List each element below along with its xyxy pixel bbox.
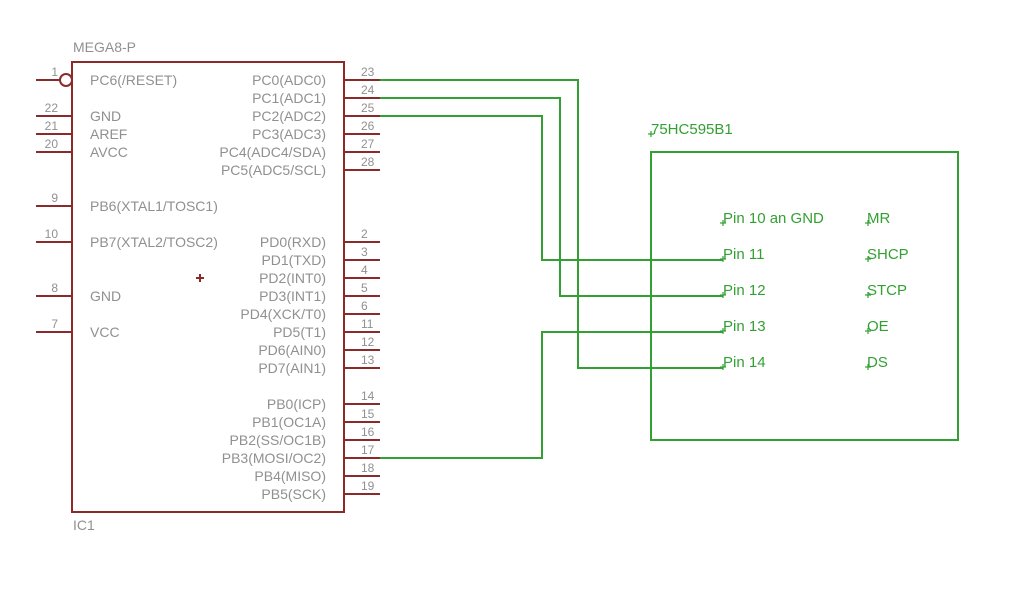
ic1-pin-name: PB7(XTAL2/TOSC2)	[90, 234, 218, 250]
ic1-body[interactable]	[71, 61, 345, 513]
ic1-pin-number: 3	[361, 245, 368, 259]
ic1-pin-number: 21	[45, 119, 59, 133]
ic1-right-pins: 23PC0(ADC0)24PC1(ADC1)25PC2(ADC2)26PC3(A…	[219, 65, 380, 502]
ic1-pin-name: VCC	[90, 324, 120, 340]
shift-register-pin-label: Pin 14	[723, 354, 766, 371]
shift-register-pin-label: Pin 10 an GND	[723, 210, 824, 227]
ic1-pin-name: PB3(MOSI/OC2)	[222, 450, 326, 466]
ic1-pin-number: 10	[45, 227, 59, 241]
ic1-pin-name: PB2(SS/OC1B)	[230, 432, 326, 448]
ic1-pin-number: 24	[361, 83, 375, 97]
ic1-pin-number: 20	[45, 137, 59, 151]
ic1-pin-name: GND	[90, 288, 121, 304]
ic1-pin-name: PC4(ADC4/SDA)	[219, 144, 326, 160]
ic1-pin-number: 2	[361, 227, 368, 241]
ic1-pin-number: 6	[361, 299, 368, 313]
net-wire[interactable]	[380, 115, 723, 261]
ic1-pin-name: PD2(INT0)	[259, 270, 326, 286]
ic1-pin-name: PD3(INT1)	[259, 288, 326, 304]
ic1-pin-number: 27	[361, 137, 375, 151]
ic1-pin-name: PC3(ADC3)	[252, 126, 326, 142]
shift-register-pin-label: Pin 13	[723, 318, 766, 335]
ic1-pin-name: PB4(MISO)	[254, 468, 326, 484]
ic1-pin-number: 12	[361, 335, 375, 349]
ic1-pin-name: PB0(ICP)	[267, 396, 326, 412]
ic1-pin-name: PC6(/RESET)	[90, 72, 177, 88]
ic1-pin-name: PC2(ADC2)	[252, 108, 326, 124]
shift-register-signal-label: SHCP	[867, 246, 909, 263]
ic1-pin-name: PD7(AIN1)	[258, 360, 326, 376]
ic1-pin-number: 17	[361, 443, 375, 457]
ic1-pin-name: PB1(OC1A)	[252, 414, 326, 430]
ic1-pin-name: PC0(ADC0)	[252, 72, 326, 88]
net-wires	[380, 79, 723, 459]
shift-register-signal-label: STCP	[867, 282, 907, 299]
ic1-pin-number: 23	[361, 65, 375, 79]
ic1-inversion-bubble	[59, 73, 73, 87]
ic1-pin-name: PD5(T1)	[273, 324, 326, 340]
ic1-pin-name: PB5(SCK)	[261, 486, 326, 502]
net-wire[interactable]	[380, 97, 723, 297]
ic1-pin-number: 16	[361, 425, 375, 439]
ic1-pin-name: PC1(ADC1)	[252, 90, 326, 106]
ic1-pin-number: 7	[51, 317, 58, 331]
ic1-pin-number: 28	[361, 155, 375, 169]
ic1-pin-number: 22	[45, 101, 59, 115]
ic1-pin-number: 11	[361, 317, 374, 331]
shift-register-pin-label: Pin 12	[723, 282, 766, 299]
ic1-pin-name: PC5(ADC5/SCL)	[221, 162, 326, 178]
ic1-pin-name: AVCC	[90, 144, 128, 160]
ic1-pin-name: PD1(TXD)	[261, 252, 326, 268]
ic1-pin-number: 14	[361, 389, 375, 403]
ic1-pin-name: PD6(AIN0)	[258, 342, 326, 358]
shift-register-signal-label: OE	[867, 318, 889, 335]
ic1-pin-number: 13	[361, 353, 375, 367]
ic1-ref-label: IC1	[73, 517, 95, 533]
shift-register-name: 75HC595B1	[651, 121, 733, 138]
shift-register-pin-label: Pin 11	[723, 246, 764, 263]
shift-register-signal-label: DS	[867, 354, 888, 371]
ic1-pin-number: 9	[51, 191, 58, 205]
ic1-pin-number: 4	[361, 263, 368, 277]
net-wire[interactable]	[380, 331, 723, 459]
ic1-pin-number: 15	[361, 407, 375, 421]
shift-register-signal-label: MR	[867, 210, 890, 227]
ic1-pin-number: 25	[361, 101, 375, 115]
shift-register-labels: Pin 10 an GND Pin 11 Pin 12 Pin 13 Pin 14 MR S…	[720, 210, 909, 371]
ic1-pin-number: 1	[51, 65, 58, 79]
net-wire[interactable]	[380, 79, 723, 369]
ic1-pin-number: 19	[361, 479, 375, 493]
ic1-pin-number: 26	[361, 119, 375, 133]
ic1-part-label: MEGA8-P	[73, 39, 136, 55]
ic1-pin-name: PD4(XCK/T0)	[240, 306, 326, 322]
ic1-pin-number: 18	[361, 461, 375, 475]
ic1-pin-name: PD0(RXD)	[260, 234, 326, 250]
ic1-pin-name: PB6(XTAL1/TOSC1)	[90, 198, 218, 214]
ic1-pin-name: AREF	[90, 126, 127, 142]
ic1-pin-number: 5	[361, 281, 368, 295]
ic1-pin-name: GND	[90, 108, 121, 124]
ic1-pin-number: 8	[51, 281, 58, 295]
